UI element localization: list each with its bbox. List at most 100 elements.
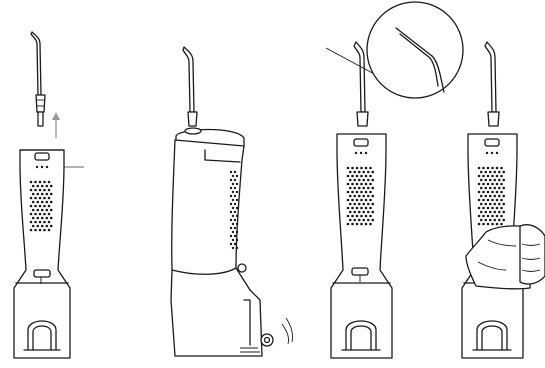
grille-hole [236, 183, 238, 185]
grille-hole [480, 179, 483, 182]
grille-hole [41, 185, 44, 188]
grille-hole [498, 171, 501, 174]
grille-hole [32, 201, 35, 204]
grille-hole [48, 181, 51, 184]
grille-hole [365, 175, 368, 178]
grille-hole [360, 207, 363, 210]
grille-hole [347, 183, 350, 186]
grille-hole [487, 215, 490, 218]
grille-hole [491, 223, 494, 226]
grille-hole [236, 215, 238, 217]
grille-hole [502, 203, 505, 206]
grille-hole [30, 229, 33, 232]
grille-hole [491, 191, 494, 194]
grille-hole [502, 211, 505, 214]
grille-hole [491, 215, 494, 218]
grille-hole [351, 207, 354, 210]
grille-hole [50, 225, 53, 228]
grille-hole [491, 167, 494, 170]
grille-hole [39, 189, 42, 192]
grille-hole [347, 223, 350, 226]
grille-hole [358, 219, 361, 222]
grille-hole [487, 167, 490, 170]
grille-hole [351, 183, 354, 186]
grille-hole [498, 179, 501, 182]
grille-hole [487, 199, 490, 202]
grille-hole [36, 225, 39, 228]
grille-hole [351, 199, 354, 202]
panel-nozzle-detail [326, 2, 463, 358]
grille-hole [502, 179, 505, 182]
grille-hole [230, 211, 232, 213]
grille-hole [358, 171, 361, 174]
grille-hole [232, 207, 234, 209]
grille-hole [232, 231, 234, 233]
grille-hole [30, 221, 33, 224]
grille-hole [349, 171, 352, 174]
grille-hole [365, 207, 368, 210]
grille-hole [356, 215, 359, 218]
grille-hole [356, 175, 359, 178]
grille-hole [353, 211, 356, 214]
grille-hole [30, 181, 33, 184]
grille-hole [500, 183, 503, 186]
grille-hole [362, 179, 365, 182]
grille-hole [358, 187, 361, 190]
grille-hole [362, 195, 365, 198]
grille-hole [48, 213, 51, 216]
grille-hole [353, 187, 356, 190]
grille-hole [48, 205, 51, 208]
grille-hole [230, 203, 232, 205]
grille-hole [362, 203, 365, 206]
grille-hole [356, 199, 359, 202]
grille-hole [236, 175, 238, 177]
grille-hole [500, 215, 503, 218]
grille-hole [489, 171, 492, 174]
grille-hole [360, 167, 363, 170]
grille-hole [482, 191, 485, 194]
grille-hole [502, 171, 505, 174]
grille-hole [353, 219, 356, 222]
grille-hole [496, 207, 499, 210]
grille-hole [498, 195, 501, 198]
grille-hole [369, 207, 372, 210]
grille-hole [365, 183, 368, 186]
grille-hole [369, 199, 372, 202]
grille-hole [347, 215, 350, 218]
grille-hole [351, 175, 354, 178]
grille-hole [496, 191, 499, 194]
grille-hole [369, 183, 372, 186]
grille-hole [41, 225, 44, 228]
grille-hole [39, 213, 42, 216]
grille-hole [32, 185, 35, 188]
grille-hole [493, 211, 496, 214]
grille-hole [234, 243, 236, 245]
grille-hole [349, 203, 352, 206]
grille-hole [496, 223, 499, 226]
grille-hole [353, 195, 356, 198]
grille-hole [369, 175, 372, 178]
grille-hole [371, 203, 374, 206]
grille-hole [478, 223, 481, 226]
grille-hole [41, 217, 44, 220]
grille-hole [487, 191, 490, 194]
grille-hole [362, 171, 365, 174]
grille-hole [371, 195, 374, 198]
grille-hole [493, 195, 496, 198]
grille-hole [34, 197, 37, 200]
grille-hole [232, 183, 234, 185]
grille-hole [360, 191, 363, 194]
grille-hole [39, 229, 42, 232]
grille-hole [484, 203, 487, 206]
grille-hole [360, 183, 363, 186]
grille-hole [230, 243, 232, 245]
grille-hole [502, 187, 505, 190]
grille-hole [491, 199, 494, 202]
grille-hole [353, 171, 356, 174]
grille-hole [371, 171, 374, 174]
grille-hole [234, 227, 236, 229]
grille-hole [34, 229, 37, 232]
grille-hole [50, 217, 53, 220]
grille-hole [34, 221, 37, 224]
grille-hole [480, 195, 483, 198]
